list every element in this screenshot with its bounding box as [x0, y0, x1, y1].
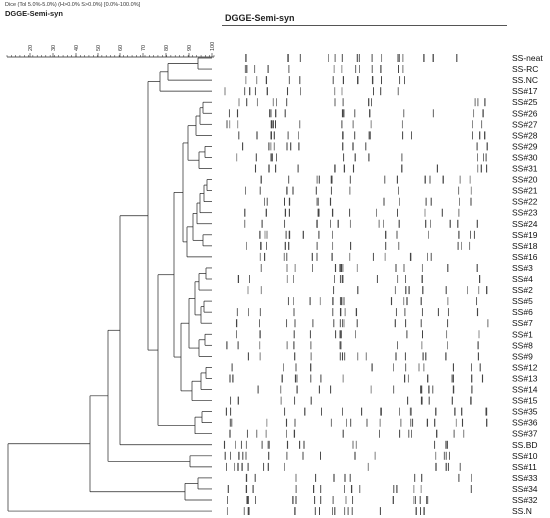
- scale-tick-label: 70: [141, 45, 147, 51]
- lane-label: SS#19: [512, 230, 538, 240]
- lane-label: SS#29: [512, 141, 538, 151]
- lane-label: SS.N: [512, 506, 532, 516]
- lane-label: SS#17: [512, 86, 538, 96]
- lane-label: SS#2: [512, 285, 533, 295]
- lane-label: SS#24: [512, 219, 538, 229]
- lane-label: SS-neat: [512, 53, 543, 63]
- lane-labels: SS-neatSS-RCSS.NCSS#17SS#25SS#26SS#27SS#…: [512, 53, 543, 516]
- scale-tick-label: 90: [187, 45, 193, 51]
- lane-label: SS.BD: [512, 440, 538, 450]
- lane-label: SS#1: [512, 329, 533, 339]
- lane-label: SS#23: [512, 208, 538, 218]
- lane-label: SS#35: [512, 407, 538, 417]
- lane-label: SS#26: [512, 108, 538, 118]
- experiment-name: DGGE-Semi-syn: [5, 9, 63, 18]
- lane-label: SS#7: [512, 318, 533, 328]
- scale-tick-label: 20: [28, 45, 34, 51]
- lane-label: SS#16: [512, 252, 538, 262]
- title-underline: [222, 25, 507, 26]
- lane-label: SS#33: [512, 473, 538, 483]
- gel-lanes: [223, 54, 489, 515]
- lane-label: SS#31: [512, 164, 538, 174]
- clustering-parameters: Dice (Tol 5.0%-5.0%) (H>0.0% S>0.0%) [0.…: [5, 2, 141, 8]
- lane-label: SS#8: [512, 340, 533, 350]
- lane-label: SS#12: [512, 362, 538, 372]
- scale-tick-label: 60: [118, 45, 124, 51]
- similarity-scale: 20 30 40 50 60 70 80 90 100: [6, 42, 216, 58]
- lane-label: SS#25: [512, 97, 538, 107]
- dendrogram: [7, 57, 212, 512]
- lane-label: SS#4: [512, 274, 533, 284]
- lane-label: SS#15: [512, 396, 538, 406]
- lane-label: SS#10: [512, 451, 538, 461]
- lane-label: SS-RC: [512, 64, 538, 74]
- lane-label: SS#34: [512, 484, 538, 494]
- lane-label: SS#37: [512, 429, 538, 439]
- lane-label: SS#22: [512, 197, 538, 207]
- lane-label: SS#30: [512, 152, 538, 162]
- scale-tick-label: 100: [210, 42, 216, 51]
- lane-label: SS#3: [512, 263, 533, 273]
- lane-label: SS#11: [512, 462, 537, 472]
- lane-label: SS#6: [512, 307, 533, 317]
- scale-tick-label: 50: [96, 45, 102, 51]
- scale-tick-label: 30: [51, 45, 57, 51]
- lane-label: SS#20: [512, 175, 538, 185]
- scale-tick-label: 40: [74, 45, 80, 51]
- lane-label: SS#28: [512, 130, 538, 140]
- lane-label: SS#13: [512, 373, 538, 383]
- lane-label: SS#14: [512, 385, 538, 395]
- lane-label: SS#36: [512, 418, 538, 428]
- lane-label: SS#5: [512, 296, 533, 306]
- gel-title: DGGE-Semi-syn: [225, 13, 295, 23]
- lane-label: SS#32: [512, 495, 538, 505]
- scale-tick-label: 80: [164, 45, 170, 51]
- lane-label: SS#27: [512, 119, 538, 129]
- lane-label: SS#18: [512, 241, 538, 251]
- lane-label: SS.NC: [512, 75, 538, 85]
- lane-label: SS#21: [512, 186, 538, 196]
- lane-label: SS#9: [512, 351, 533, 361]
